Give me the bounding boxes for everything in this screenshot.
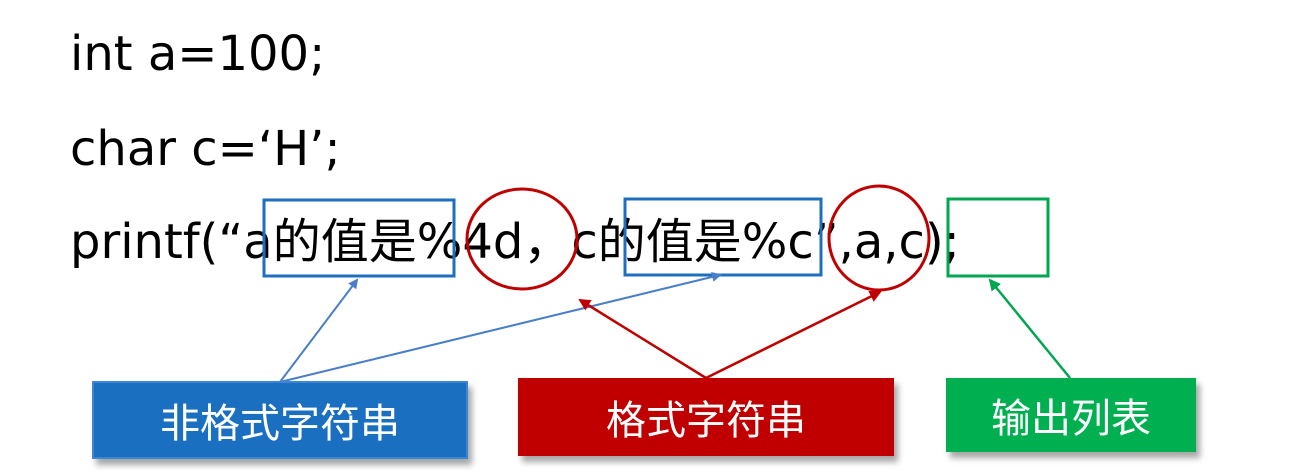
arrow-output-list xyxy=(988,278,1071,379)
arrow-non-format-2 xyxy=(279,272,722,383)
non-format-text-1: a的值是 xyxy=(243,214,417,270)
highlight-box-output-list xyxy=(946,197,1050,278)
non-format-text-2: c的值是 xyxy=(571,214,742,270)
code-line-declare-a: int a=100; xyxy=(70,26,326,82)
label-format-string: 格式字符串 xyxy=(518,378,894,456)
separator-comma: ， xyxy=(523,214,572,270)
printf-suffix: ); xyxy=(924,214,960,270)
printf-prefix: printf(“ xyxy=(70,214,244,270)
code-line-printf: printf(“a的值是%4d，c的值是%c”,a,c); xyxy=(70,218,960,266)
format-specifier-1: %4d xyxy=(416,214,524,270)
close-quote: ” xyxy=(813,214,839,270)
arrow-format-1 xyxy=(578,298,707,380)
arrow-non-format-1 xyxy=(279,278,359,383)
label-non-format-string: 非格式字符串 xyxy=(92,381,468,459)
label-output-list: 输出列表 xyxy=(946,378,1196,452)
format-specifier-2: %c xyxy=(741,214,814,270)
arrow-format-2 xyxy=(705,290,882,380)
output-list-args: ,a,c xyxy=(838,214,925,270)
code-line-declare-c: char c=‘H’; xyxy=(70,121,341,177)
